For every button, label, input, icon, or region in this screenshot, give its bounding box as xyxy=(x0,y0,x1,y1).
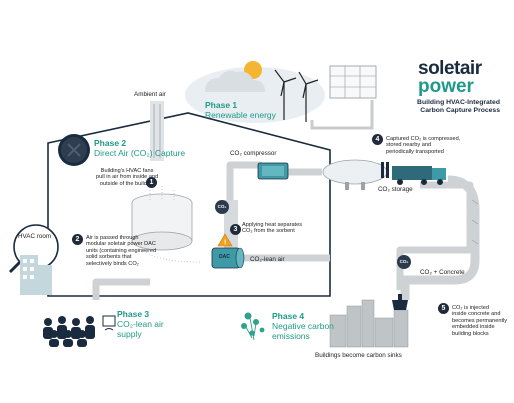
step2-line2: modular soletair power DAC xyxy=(86,241,156,248)
co2-molecule-tag: CO₂ xyxy=(215,200,229,214)
step3-text: Applying heat separates CO₂ from the sor… xyxy=(242,222,302,235)
phase3-block: Phase 3 CO₂-lean air supply xyxy=(117,309,164,339)
step2-line4: solid sorbents that xyxy=(86,254,132,261)
co2-transport-pipe xyxy=(400,175,480,300)
co2-plus-concrete-label: CO₂ + Concrete xyxy=(420,269,465,276)
step5-line2: inside concrete and xyxy=(452,311,501,318)
step2-line3: units (containing engineered xyxy=(86,247,157,254)
co2-compressor-icon xyxy=(257,162,289,180)
wind-turbine-icon xyxy=(274,69,319,122)
phase4-block: Phase 4 Negative carbon emissions xyxy=(272,311,334,341)
subtitle-line2: Carbon Capture Process xyxy=(420,106,500,114)
dac-unit-label: DAC xyxy=(219,254,230,260)
svg-text:!: ! xyxy=(224,240,226,247)
step5-line1: CO₂ is injected xyxy=(452,305,489,311)
step3-badge: 3 xyxy=(230,224,241,235)
step5-badge: 5 xyxy=(438,303,449,314)
hvac-room-label: HVAC room xyxy=(18,233,52,240)
brand-logo: soletair power xyxy=(418,58,482,98)
transport-truck-icon xyxy=(381,162,446,185)
phase1-block: Phase 1 Renewable energy xyxy=(205,100,276,121)
step2-badge: 2 xyxy=(72,234,83,245)
solar-panel-icon xyxy=(329,65,377,99)
co2-compressor-label: CO₂ compressor xyxy=(230,150,277,157)
step3-line2: CO₂ from the sorbent xyxy=(242,228,295,235)
heat-warning-icon xyxy=(217,233,233,247)
phase4-title: Phase 4 xyxy=(272,311,305,321)
step1-text: Building's HVAC fans pull in air from in… xyxy=(96,168,158,187)
phase1-title: Phase 1 xyxy=(205,100,238,110)
subtitle-line1: Building HVAC-Integrated xyxy=(417,99,500,106)
step2-line5: selectively binds CO₂ xyxy=(86,260,139,267)
plant-sprout-icon xyxy=(241,312,265,336)
phase3-title: Phase 3 xyxy=(117,309,150,319)
diagram-subtitle: Building HVAC-Integrated Carbon Capture … xyxy=(417,99,500,115)
concrete-mixer-icon xyxy=(392,294,408,310)
step4-line2: stored nearby and xyxy=(386,142,432,149)
phase1-subtitle: Renewable energy xyxy=(205,109,276,120)
step4-badge: 4 xyxy=(372,134,383,145)
phase4-subtitle-line2: emissions xyxy=(272,330,310,341)
dac-unit-icon xyxy=(211,247,245,269)
people-group-icon xyxy=(43,316,95,347)
step5-line3: becomes permanently xyxy=(452,317,508,324)
co2-lean-air-label: CO₂-lean air xyxy=(250,256,285,263)
co2-storage-label: CO₂ storage xyxy=(378,186,413,193)
brand-name-part2: power xyxy=(418,75,474,97)
step4-text: Captured CO₂ is compressed, stored nearb… xyxy=(386,136,460,155)
step1-badge: 1 xyxy=(146,177,157,188)
step5-line5: building blocks xyxy=(452,330,489,337)
concrete-buildings-icon xyxy=(329,299,409,348)
step5-text: CO₂ is injected inside concrete and beco… xyxy=(452,305,507,337)
fresh-air-icon xyxy=(102,315,116,331)
brand-name-part1: soletair xyxy=(418,58,482,79)
step5-line4: embedded inside xyxy=(452,324,495,331)
hvac-fan-icon xyxy=(58,134,90,166)
dac-filter-cylinder xyxy=(131,193,193,251)
step1-line1: Building's HVAC fans xyxy=(100,168,154,174)
step3-line1: Applying heat separates xyxy=(242,222,303,228)
ambient-air-label: Ambient air xyxy=(134,91,166,98)
phase3-subtitle-line1: CO₂-lean air xyxy=(117,318,164,329)
office-building-icon xyxy=(20,255,52,295)
co2-pipe-tag: CO₂ xyxy=(397,255,411,269)
phase2-title: Phase 2 xyxy=(94,138,127,148)
step4-line1: Captured CO₂ is compressed, xyxy=(386,136,461,142)
phase4-subtitle-line1: Negative carbon xyxy=(272,320,334,331)
phase4-caption: Buildings become carbon sinks xyxy=(315,352,402,359)
step2-line1: Air is passed through xyxy=(86,235,139,241)
cloud-icon xyxy=(205,70,265,92)
step2-text: Air is passed through modular soletair p… xyxy=(86,235,156,267)
step4-line3: periodically transported xyxy=(386,148,444,155)
step1-line3: outside of the building xyxy=(99,180,155,187)
air-intake-duct xyxy=(150,101,164,161)
phase2-block: Phase 2 Direct Air (CO₂) Capture xyxy=(94,138,186,159)
step1-line2: pull in air from inside and xyxy=(96,174,159,181)
phase3-subtitle-line2: supply xyxy=(117,328,142,339)
phase2-subtitle: Direct Air (CO₂) Capture xyxy=(94,147,186,158)
